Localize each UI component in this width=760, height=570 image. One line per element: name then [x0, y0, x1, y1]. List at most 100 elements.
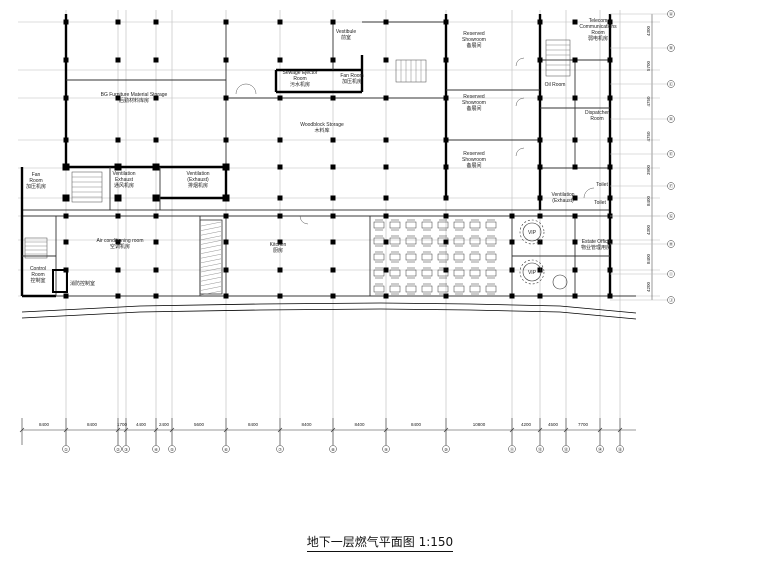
column	[223, 19, 229, 25]
dining-table	[421, 237, 433, 245]
right-axis-label: Ⓙ	[669, 297, 673, 303]
vip-2-label: VIP	[528, 270, 537, 276]
column	[277, 195, 283, 201]
column	[383, 95, 389, 101]
column	[330, 267, 336, 273]
dining-table	[389, 221, 401, 229]
interior-walls	[22, 21, 610, 296]
column	[277, 137, 283, 143]
column	[223, 239, 229, 245]
column	[277, 164, 283, 170]
column	[222, 163, 230, 171]
dining-table	[389, 253, 401, 261]
dimension-value: 7700	[578, 422, 589, 427]
site-boundary	[21, 209, 637, 320]
column	[572, 267, 578, 273]
column	[330, 19, 336, 25]
column	[383, 195, 389, 201]
column	[277, 267, 283, 273]
right-dimension-value: 3900	[646, 164, 651, 175]
column	[223, 137, 229, 143]
right-dimension-value: 4300	[646, 25, 651, 36]
dining-table	[421, 269, 433, 277]
column	[152, 194, 160, 202]
door-swings	[235, 57, 595, 225]
column	[607, 164, 613, 170]
column	[537, 95, 543, 101]
right-dimension-value: 8400	[646, 253, 651, 264]
column	[572, 239, 578, 245]
right-axis-label: Ⓒ	[669, 81, 673, 87]
hatched-shaft	[199, 219, 223, 295]
dining-table	[469, 221, 481, 229]
drawing-title: 地下一层燃气平面图 1:150	[0, 533, 760, 552]
axis-label: ⑪	[510, 446, 514, 452]
column	[277, 19, 283, 25]
column	[115, 267, 121, 273]
column	[509, 293, 515, 299]
column	[152, 163, 160, 171]
column	[537, 19, 543, 25]
column	[537, 164, 543, 170]
column	[509, 267, 515, 273]
right-dimension-value: 5700	[646, 60, 651, 71]
stair-treads	[25, 44, 570, 255]
dining-table	[453, 253, 465, 261]
dining-table	[469, 237, 481, 245]
dining-table	[469, 253, 481, 261]
column	[330, 213, 336, 219]
column	[572, 137, 578, 143]
column	[383, 293, 389, 299]
column	[115, 239, 121, 245]
dining-table	[437, 285, 449, 293]
dining-table	[405, 221, 417, 229]
column	[63, 213, 69, 219]
column	[607, 239, 613, 245]
dining-table	[453, 237, 465, 245]
dimension-value: 8400	[39, 422, 50, 427]
dining-table	[469, 269, 481, 277]
column	[62, 163, 70, 171]
column	[222, 194, 230, 202]
dimension-ticks	[19, 418, 623, 445]
dimension-value: 4500	[548, 422, 559, 427]
axis-label: ④	[154, 447, 158, 452]
column	[537, 137, 543, 143]
column	[223, 95, 229, 101]
dining-table	[373, 285, 385, 293]
column	[223, 213, 229, 219]
column	[62, 194, 70, 202]
column	[277, 95, 283, 101]
dining-table	[421, 285, 433, 293]
dimension-value: 2400	[159, 422, 170, 427]
column	[114, 163, 122, 171]
toilet-2-label: Toilet	[594, 200, 606, 206]
column	[153, 57, 159, 63]
dining-table	[373, 269, 385, 277]
column	[153, 95, 159, 101]
dimension-value: 1700	[117, 422, 128, 427]
dimension-value: 10800	[473, 422, 486, 427]
column	[63, 19, 69, 25]
right-axis-label: Ⓑ	[669, 45, 673, 51]
dining-table	[405, 269, 417, 277]
boxed-room-marker	[52, 269, 68, 293]
column	[63, 57, 69, 63]
column	[383, 213, 389, 219]
column	[153, 213, 159, 219]
column	[443, 164, 449, 170]
column	[115, 19, 121, 25]
column	[383, 239, 389, 245]
